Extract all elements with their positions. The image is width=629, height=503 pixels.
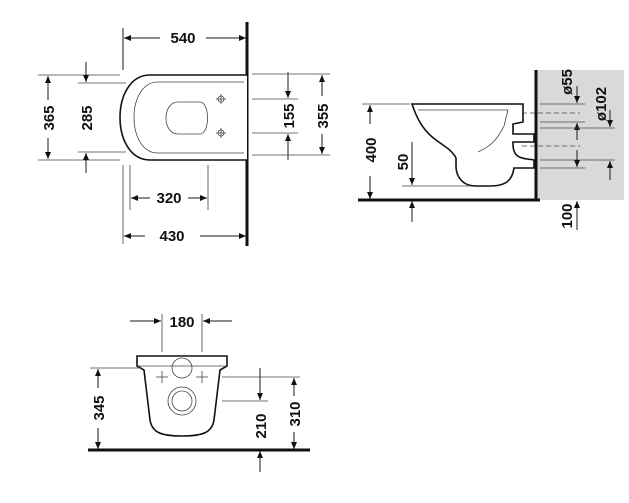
toilet-profile — [410, 103, 535, 187]
fixing-cross-icon — [156, 371, 168, 383]
dim-fixing-spacing: 155 — [281, 103, 298, 128]
dim-bowl-length: 430 — [159, 228, 184, 245]
rim-inner-outline — [133, 81, 244, 154]
dim-width-outer: 365 — [41, 105, 58, 130]
dim-floor-offset: 100 — [559, 203, 576, 228]
dim-width-inner: 285 — [79, 105, 96, 130]
fixing-hole-icon — [216, 128, 226, 138]
dim-outlet-height: 210 — [253, 413, 270, 438]
bowl-inner-profile — [418, 109, 509, 153]
dim-outlet-diameter: ø102 — [593, 87, 610, 121]
dim-inlet-diameter: ø55 — [559, 69, 576, 95]
fixing-cross-icon — [196, 371, 208, 383]
dim-fixing-height: 310 — [287, 401, 304, 426]
dim-bracket-height: 355 — [315, 103, 332, 128]
inlet-circle — [171, 357, 193, 379]
wall-hatch — [536, 70, 624, 200]
dim-front-height: 345 — [91, 395, 108, 420]
bowl-outline — [119, 74, 247, 161]
basin-outline — [165, 101, 208, 135]
front-view: 180 345 210 310 — [88, 314, 310, 472]
dim-seat-length: 320 — [156, 190, 181, 207]
dim-side-height: 400 — [363, 137, 380, 162]
top-view: 540 365 285 155 355 320 430 — [38, 22, 332, 246]
side-view: 400 50 ø55 ø102 100 — [358, 69, 624, 230]
dim-fixing-width: 180 — [169, 314, 194, 331]
dim-waste-height: 50 — [395, 154, 412, 171]
dim-overall-length: 540 — [170, 30, 195, 47]
toilet-front-body — [136, 355, 228, 437]
fixing-hole-icon — [216, 94, 226, 104]
outlet-circle — [167, 386, 197, 416]
